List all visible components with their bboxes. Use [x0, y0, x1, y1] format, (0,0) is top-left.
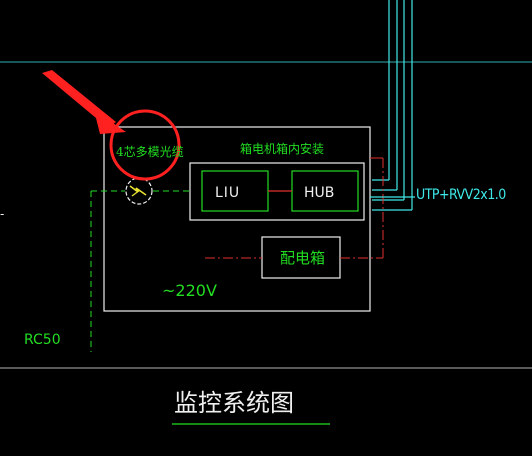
riser-cables	[372, 0, 413, 211]
diagram-title: 监控系统图	[174, 389, 294, 417]
red-arrow-annotation	[42, 70, 126, 134]
fiber-cable-path	[90, 190, 190, 352]
voltage-label: ~220V	[162, 281, 217, 300]
cable-label: 4芯多模光缆	[116, 145, 184, 159]
equipment-box	[189, 162, 365, 221]
liu-label: LIU	[215, 185, 241, 201]
conduit-label: RC50	[24, 332, 61, 348]
hub-label: HUB	[304, 185, 335, 201]
red-highlight-circle	[109, 109, 181, 181]
cabinet-note: 箱电机箱内安装	[240, 142, 325, 156]
cabinet-box	[103, 126, 371, 312]
utp-label: UTP+RVV2x1.0	[416, 187, 506, 203]
fiber-connector-icon	[125, 177, 153, 205]
power-box-label: 配电箱	[280, 249, 326, 267]
left-edge-mark: -	[0, 207, 5, 221]
